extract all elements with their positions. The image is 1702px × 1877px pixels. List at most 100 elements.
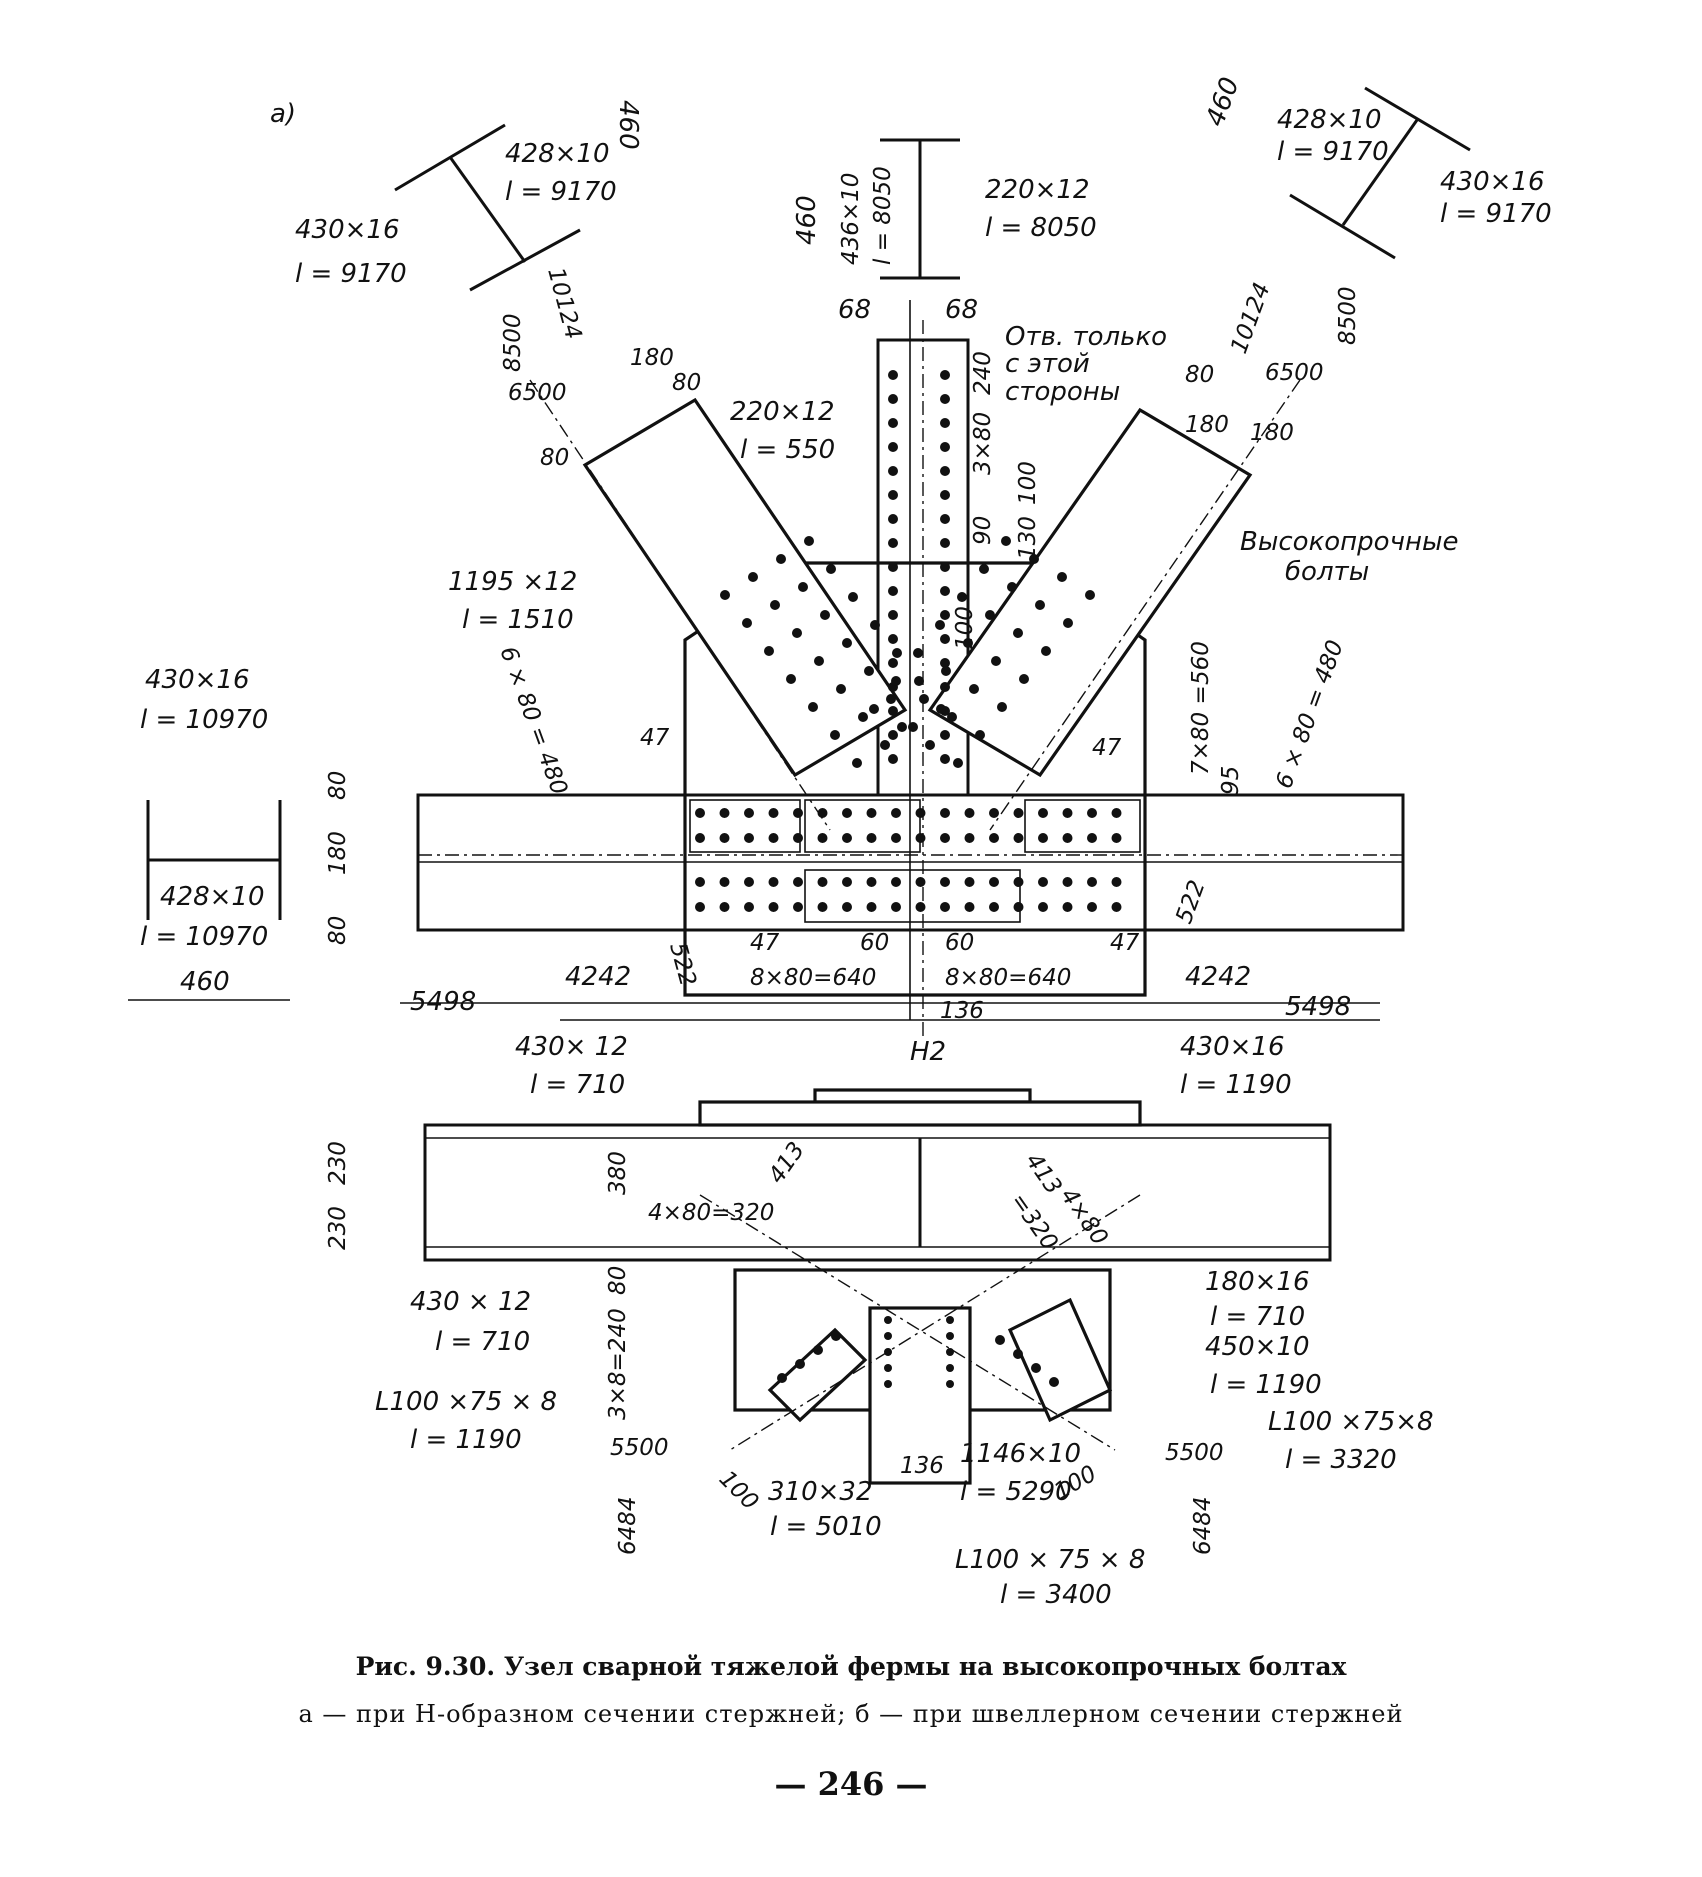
label-sec-right-8500: 8500 <box>1335 286 1361 345</box>
dim-b-230a: 230 <box>325 1141 351 1185</box>
bolt <box>891 808 901 818</box>
label-b-L100r-l: l = 3320 <box>1285 1445 1397 1475</box>
label-sec-right-web: 428×10 <box>1277 105 1382 135</box>
bolt <box>997 702 1007 712</box>
bolt <box>866 877 877 887</box>
dim-7x80: 7×80 = <box>1188 685 1214 775</box>
label-sec-mid-68a: 68 <box>838 295 871 325</box>
bolt <box>864 666 874 676</box>
bolt <box>776 554 786 564</box>
bolt <box>852 758 862 768</box>
right-angle <box>1007 1297 1113 1423</box>
bolt <box>768 902 779 912</box>
bolt <box>891 833 901 843</box>
chord-section <box>146 800 282 920</box>
bolt <box>866 902 877 912</box>
label-chord-web-l: l = 10970 <box>140 922 268 952</box>
bolt <box>940 442 950 452</box>
bolt <box>940 514 950 524</box>
bolt <box>888 634 898 644</box>
dim-47c: 47 <box>750 930 780 956</box>
bolt <box>946 1364 954 1372</box>
bolt <box>1085 590 1095 600</box>
bolt <box>720 590 730 600</box>
bolt <box>1038 808 1048 818</box>
note-holes-1: Отв. только <box>1005 322 1167 352</box>
bolt <box>748 572 758 582</box>
bolt <box>870 620 880 630</box>
bolt <box>892 648 902 658</box>
bolt <box>808 702 818 712</box>
label-b-430x16: 430×16 <box>1180 1032 1285 1062</box>
bolt <box>946 1316 954 1324</box>
bolt <box>880 740 890 750</box>
dim-80r: 80 <box>1185 362 1214 388</box>
bolt <box>989 833 999 843</box>
bolt <box>719 902 730 912</box>
bolt <box>813 1345 823 1355</box>
bolt <box>964 808 975 818</box>
bolt <box>817 877 828 887</box>
bolt <box>964 902 975 912</box>
bolt <box>915 902 926 912</box>
dim-80c1: 80 <box>325 771 351 800</box>
label-b-1146: 1146×10 <box>960 1439 1081 1469</box>
bolt <box>744 833 754 843</box>
bolt <box>891 877 901 887</box>
dim-47d: 47 <box>1110 930 1140 956</box>
label-pl-220x12: 220×12 <box>730 397 835 427</box>
bolt <box>940 902 950 912</box>
label-b-1146-l: l = 5290 <box>960 1477 1072 1507</box>
bolt <box>940 610 950 620</box>
bolt <box>695 902 705 912</box>
bolt <box>1062 902 1073 912</box>
bolt <box>940 730 950 740</box>
dim-47b: 47 <box>1092 735 1122 761</box>
label-sec-left-6500: 6500 <box>508 380 567 406</box>
label-b-180x16-l: l = 710 <box>1210 1302 1305 1332</box>
bolt <box>989 902 999 912</box>
bolt <box>795 1359 805 1369</box>
dim-100b: 100 <box>952 606 978 650</box>
label-sec-mid-web-l: l = 8050 <box>870 166 896 265</box>
label-sec-mid-web: 436×10 <box>838 173 864 265</box>
bolt <box>1038 833 1048 843</box>
bolt <box>848 592 858 602</box>
bolt-field-node <box>695 370 1122 912</box>
figure-caption-title: Рис. 9.30. Узел сварной тяжелой фермы на… <box>355 1652 1347 1681</box>
bolt <box>831 1331 841 1341</box>
label-b-450x10: 450×10 <box>1205 1332 1310 1362</box>
bolt <box>940 754 950 764</box>
label-node-h2: Н2 <box>910 1037 946 1067</box>
label-sec-right-dim: 460 <box>1200 73 1245 130</box>
bolt <box>793 877 803 887</box>
bolt <box>995 1335 1005 1345</box>
label-b-L100l-l: l = 1190 <box>410 1425 522 1455</box>
dim-560: 560 <box>1188 641 1214 685</box>
label-pl-1195: 1195 ×12 <box>448 567 577 597</box>
dim-b-4x80l: 4×80=320 <box>648 1200 774 1226</box>
bolt <box>1087 902 1097 912</box>
bolt <box>719 808 730 818</box>
bolt <box>786 674 796 684</box>
label-sec-mid-flange-l: l = 8050 <box>985 213 1097 243</box>
bolt <box>964 877 975 887</box>
bolt <box>1063 618 1073 628</box>
label-sec-mid-flange: 220×12 <box>985 175 1090 205</box>
bolt <box>940 370 950 380</box>
bolt <box>1013 808 1024 818</box>
dim-b-413a: 413 <box>764 1138 810 1189</box>
bolt <box>989 808 999 818</box>
label-sec-left-10124: 10124 <box>542 265 586 342</box>
bolt <box>888 394 898 404</box>
bolt <box>804 536 814 546</box>
note-hsb-1: Высокопрочные <box>1240 527 1458 557</box>
bolt <box>792 628 802 638</box>
bolt <box>940 418 950 428</box>
dim-80l: 80 <box>672 370 701 396</box>
bolt <box>888 370 898 380</box>
left-section <box>394 123 581 292</box>
bolt <box>964 833 975 843</box>
label-pl-220x12-l: l = 550 <box>740 435 835 465</box>
dim-100a: 100 <box>1015 461 1041 505</box>
